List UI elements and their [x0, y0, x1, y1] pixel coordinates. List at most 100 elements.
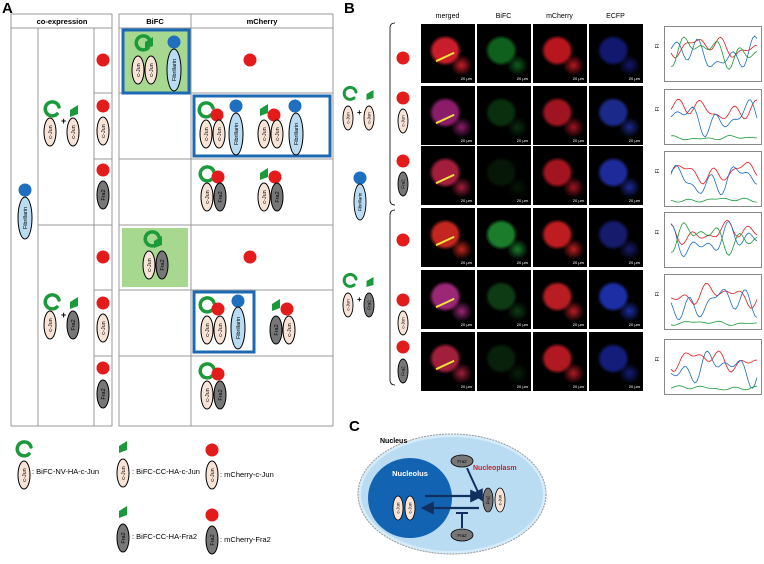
column-header-mcherry: mCherry [546, 13, 573, 20]
fra2-protein [363, 292, 375, 318]
column-header-bifc: BiFC [495, 13, 512, 20]
fibrillarin-ecfp-tag [353, 171, 367, 185]
profile-trace [670, 36, 758, 70]
cjun-label: c-Jun [408, 502, 413, 514]
panel-c-model-diagram: Nucleus Nucleolus c-Jun c-Jun Nucleoplas… [357, 433, 547, 555]
legend-cjun-protein [116, 458, 130, 488]
scale-bar-label: 20 μm [460, 384, 472, 389]
mcherry-tag [211, 170, 225, 184]
legend-text: : BiFC-NV-HA-c-Jun [32, 467, 100, 476]
cjun-protein [96, 313, 110, 343]
mcherry-tag [211, 302, 225, 316]
cjun-protein [200, 182, 214, 212]
micrograph-ecfp: 20 μm [589, 332, 643, 391]
micrograph-mcherry: 20 μm [533, 146, 587, 205]
legend-text: : mCherry-c-Jun [220, 470, 274, 479]
profile-trace [670, 289, 758, 320]
micrograph-bifc: 20 μm [477, 86, 531, 145]
micrograph-ecfp: 20 μm [589, 146, 643, 205]
profile-trace [670, 99, 758, 138]
fra2-protein [155, 250, 169, 280]
legend-cjun-protein [205, 460, 219, 490]
cjun-protein [200, 380, 214, 410]
cc-tag-icon [272, 299, 280, 311]
cjun-protein [257, 119, 271, 149]
line-scan-marker [435, 113, 455, 124]
micrograph-merged: 20 μm [421, 270, 475, 329]
profile-trace [670, 222, 758, 256]
micrograph-merged: 20 μm [421, 146, 475, 205]
cjun-protein [200, 315, 214, 345]
cjun-protein [66, 117, 80, 147]
header-coexpression: co-expression [37, 17, 88, 26]
legend-text: : BiFC-CC-HA-c-Jun [132, 467, 200, 476]
fibrillarin-protein [166, 48, 182, 92]
mcherry-tag [96, 163, 110, 177]
scale-bar-label: 20 μm [572, 138, 584, 143]
fra2-protein [450, 454, 474, 468]
legend-cjun-protein [17, 460, 31, 490]
mcherry-tag [396, 91, 410, 105]
intensity-profile-plot: FI [655, 151, 762, 207]
cjun-label: c-Jun [396, 502, 401, 514]
profile-trace [670, 135, 758, 141]
profile-trace [670, 161, 758, 185]
mcherry-tag [396, 293, 410, 307]
micrograph-bifc: 20 μm [477, 146, 531, 205]
scale-bar-label: 20 μm [628, 322, 640, 327]
mcherry-tag [96, 53, 110, 67]
mcherry-tag [210, 108, 224, 122]
intensity-profile-plot: FI [655, 89, 762, 145]
nucleolus-label: Nucleolus [392, 469, 428, 478]
scale-bar-label: 20 μm [516, 260, 528, 265]
cjun-protein [404, 495, 416, 521]
cc-tag-icon [70, 297, 78, 309]
legend-cc-icon [119, 441, 127, 453]
scale-bar-label: 20 μm [516, 76, 528, 81]
scale-bar-label: 20 μm [572, 260, 584, 265]
fibrillarin-protein [288, 112, 304, 156]
mcherry-tag [396, 340, 410, 354]
cjun-label: c-Jun [498, 494, 503, 505]
cjun-protein [212, 119, 226, 149]
fra2-protein [270, 182, 284, 212]
profile-trace [670, 350, 758, 389]
fra2-label: Fra2 [457, 533, 467, 538]
nv-tag-icon [342, 272, 358, 288]
cc-tag-icon [366, 277, 374, 287]
fra2-protein [269, 315, 283, 345]
cjun-protein [494, 487, 506, 513]
legend-text: : BiFC-CC-HA-Fra2 [132, 532, 197, 541]
column-header-merged: merged [435, 13, 460, 20]
legend-mcherry-icon [205, 508, 219, 522]
nv-tag-icon [342, 85, 358, 101]
mcherry-tag [96, 250, 110, 264]
mcherry-tag [268, 170, 282, 184]
cc-tag-icon [260, 104, 268, 116]
micrograph-merged: 20 μm [421, 86, 475, 145]
micrograph-bifc: 20 μm [477, 270, 531, 329]
fibrillarin-protein [228, 112, 244, 156]
scale-bar-label: 20 μm [460, 322, 472, 327]
fibrillarin-ecfp-tag [231, 294, 245, 308]
fra2-protein [96, 180, 110, 210]
fi-axis-label: FI [655, 106, 662, 112]
mcherry-tag [396, 51, 410, 65]
nucleus-label: Nucleus [380, 438, 407, 445]
cjun-protein [213, 315, 227, 345]
nucleoplasm-label: Nucleoplasm [473, 465, 517, 472]
mcherry-tag [96, 296, 110, 310]
colocalization-box [192, 94, 332, 158]
line-scan-marker [435, 297, 455, 308]
scale-bar-label: 20 μm [516, 384, 528, 389]
legend-cc-icon [119, 506, 127, 518]
profile-trace [670, 35, 758, 68]
cjun-protein [96, 116, 110, 146]
legend-fra2-protein [205, 525, 219, 555]
cjun-protein [43, 310, 57, 340]
cjun-protein [257, 182, 271, 212]
nv-tag-icon [43, 100, 61, 118]
scale-bar-label: 20 μm [516, 138, 528, 143]
fibrillarin-ecfp-tag [229, 99, 243, 113]
legend-fra2-protein [116, 523, 130, 553]
